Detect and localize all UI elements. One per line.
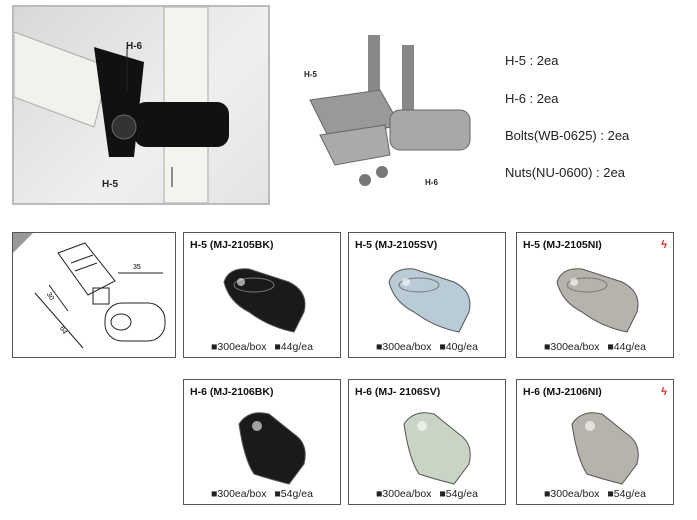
product-card: H-5 (MJ-2105NI) ϟ ■300ea/box ■44g/ea: [516, 232, 674, 358]
product-info: ■300ea/box ■44g/ea: [184, 341, 340, 353]
exploded-parts-illustration: [309, 35, 471, 186]
product-title: H-5 (MJ-2105SV): [355, 239, 438, 251]
product-card: H-6 (MJ-2106NI) ϟ ■300ea/box ■54g/ea: [516, 379, 674, 505]
product-image: [238, 412, 306, 485]
dim-35: 35: [133, 264, 141, 271]
callout-lower: H-5: [102, 179, 119, 190]
product-image: [403, 412, 471, 485]
qty-per-box: ■300ea/box: [544, 488, 600, 500]
assembly-photo: H-6 H-5: [12, 5, 270, 205]
spec-h6: H-6 : 2ea: [505, 91, 559, 106]
lightning-icon: ϟ: [661, 386, 667, 398]
product-info: ■300ea/box ■54g/ea: [517, 488, 673, 500]
exploded-view: H-5 H-6: [290, 30, 480, 200]
qty-per-box: ■300ea/box: [376, 488, 432, 500]
unit-weight: ■54g/ea: [439, 488, 478, 500]
spec-h5: H-5 : 2ea: [505, 53, 559, 68]
spec-nuts: Nuts(NU-0600) : 2ea: [505, 165, 625, 180]
unit-weight: ■40g/ea: [439, 341, 478, 353]
product-image: [571, 412, 639, 485]
product-image: [388, 268, 471, 333]
product-title: H-5 (MJ-2105NI): [523, 239, 602, 251]
callout-upper: H-6: [126, 41, 143, 52]
unit-weight: ■44g/ea: [607, 341, 646, 353]
product-image: [556, 268, 639, 333]
product-title: H-6 (MJ- 2106SV): [355, 386, 441, 398]
unit-weight: ■54g/ea: [607, 488, 646, 500]
joint-assembly-illustration: [13, 6, 229, 204]
lightning-icon: ϟ: [661, 239, 667, 251]
dimension-drawing: [13, 233, 166, 349]
product-title: H-6 (MJ-2106NI): [523, 386, 602, 398]
qty-per-box: ■300ea/box: [544, 341, 600, 353]
unit-weight: ■54g/ea: [274, 488, 313, 500]
unit-weight: ■44g/ea: [274, 341, 313, 353]
product-image: [223, 268, 306, 333]
callout-h6: H-6: [425, 178, 438, 187]
product-info: ■300ea/box ■54g/ea: [349, 488, 505, 500]
product-title: H-5 (MJ-2105BK): [190, 239, 274, 251]
product-title: H-6 (MJ-2106BK): [190, 386, 274, 398]
product-card: H-6 (MJ- 2106SV) ■300ea/box ■54g/ea: [348, 379, 506, 505]
qty-per-box: ■300ea/box: [376, 341, 432, 353]
product-card: H-6 (MJ-2106BK) ■300ea/box ■54g/ea: [183, 379, 341, 505]
dimension-diagram: 35 30 64: [12, 232, 176, 358]
product-card: H-5 (MJ-2105SV) ■300ea/box ■40g/ea: [348, 232, 506, 358]
product-card: H-5 (MJ-2105BK) ■300ea/box ■44g/ea: [183, 232, 341, 358]
product-info: ■300ea/box ■40g/ea: [349, 341, 505, 353]
product-info: ■300ea/box ■44g/ea: [517, 341, 673, 353]
qty-per-box: ■300ea/box: [211, 488, 267, 500]
product-info: ■300ea/box ■54g/ea: [184, 488, 340, 500]
spec-bolts: Bolts(WB-0625) : 2ea: [505, 128, 630, 143]
qty-per-box: ■300ea/box: [211, 341, 267, 353]
callout-h5: H-5: [304, 70, 317, 79]
